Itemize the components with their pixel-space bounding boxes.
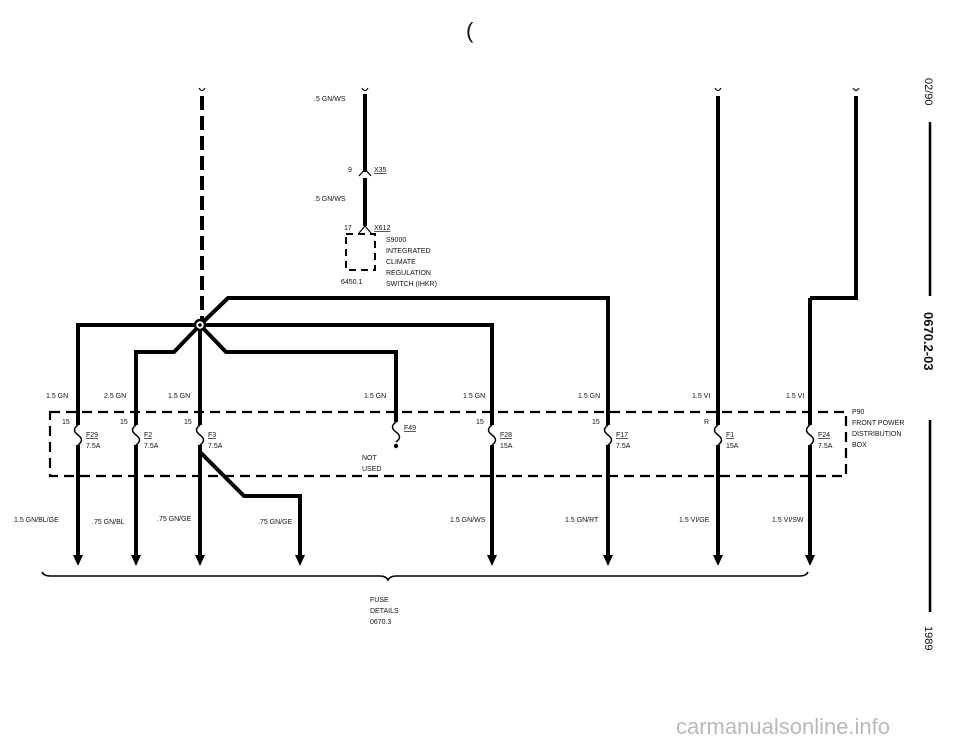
pin-f17: 15 [592,419,600,426]
connector-x612-name: X612 [374,225,390,232]
arrow-f28 [487,555,497,566]
wire-label-top-b: .5 GN/WS [314,196,346,203]
connector-x35-pin: 9 [348,167,352,174]
switch-ref: 6450.1 [341,279,363,286]
fuse-name-f29: F29 [86,432,98,439]
output-label-f17: 1.5 GN/RT [565,517,599,524]
bus-f17 [198,296,610,398]
fuse-details-line-2: 0670.3 [370,619,392,626]
arrow-f3-branch [295,555,305,566]
input-label-f29: 1.5 GN [46,393,68,400]
pin-f28: 15 [476,419,484,426]
fuse-rating-f3: 7.5A [208,443,223,450]
output-label-f3-branch: .75 GN/GE [258,519,293,526]
connector-x35-symbol [358,168,372,177]
input-label-f49: 1.5 GN [364,393,386,400]
watermark-text: carmanualsonline.info [676,714,890,739]
switch-line-2: CLIMATE [386,259,416,266]
fuse-f28-symbol [487,424,497,446]
arrow-f2 [131,555,141,566]
fuse-f24-symbol [805,424,815,446]
output-label-f29: 1.5 GN/BL/GE [14,517,59,524]
fuse-box-p90 [48,410,848,478]
switch-line-3: REGULATION [386,270,431,277]
fuse-f1-symbol [713,424,723,446]
pin-f29: 15 [62,419,70,426]
fuse-name-f17: F17 [616,432,628,439]
header-bracket: ( [466,18,474,43]
input-label-f2: 2.5 GN [104,393,126,400]
switch-s9000-box [345,233,376,271]
switch-line-1: INTEGRATED [386,248,431,255]
fuse-name-f28: F28 [500,432,512,439]
fuse-box-line-3: BOX [852,442,867,449]
wire-break-left [198,87,206,92]
pin-f2: 15 [120,419,128,426]
input-label-f17: 1.5 GN [578,393,600,400]
side-year: 1989 [922,626,934,650]
arrow-f24 [805,555,815,566]
connector-x612-pin: 17 [344,225,352,232]
connector-x35-name: X35 [374,167,387,174]
output-label-f28: 1.5 GN/WS [450,517,486,524]
switch-line-0: S9000 [386,237,406,244]
fuse-name-f1: F1 [726,432,734,439]
fuse-details-brace [41,571,809,582]
output-label-f2: .75 GN/BL [92,519,125,526]
connector-x612-symbol [358,225,372,234]
splice-node-dot [198,323,202,327]
output-label-f1: 1.5 VI/GE [679,517,710,524]
fuse-rating-f2: 7.5A [144,443,159,450]
fuse-name-f3: F3 [208,432,216,439]
switch-line-4: SWITCH (IHKR) [386,281,437,288]
fuse-f2-symbol [131,424,141,446]
input-label-f3: 1.5 GN [168,393,190,400]
bus-f29 [76,323,200,398]
bus-f49 [198,323,398,398]
fuse-name-f49: F49 [404,425,416,432]
bus-f2 [134,323,202,398]
fuse-f49-symbol [391,421,401,449]
bus-f28 [200,323,494,398]
arrow-f29 [73,555,83,566]
not-used-line-0: NOT [362,455,378,462]
output-label-f3: .75 GN/GE [157,516,192,523]
arrow-f1 [713,555,723,566]
pin-f1: R [704,419,709,426]
fuse-details-line-1: DETAILS [370,608,399,615]
fuse-name-f24: F24 [818,432,830,439]
wire-out-f3-branch [198,450,302,555]
fuse-rating-f29: 7.5A [86,443,101,450]
output-label-f24: 1.5 VI/SW [772,517,804,524]
arrow-f3 [195,555,205,566]
input-label-f28: 1.5 GN [463,393,485,400]
fuse-name-f2: F2 [144,432,152,439]
fuse-box-line-0: P90 [852,409,865,416]
fuse-box-line-1: FRONT POWER [852,420,904,427]
input-label-f1: 1.5 VI [692,393,710,400]
fuse-f29-symbol [73,424,83,446]
wire-break-f24 [852,87,860,92]
not-used-line-1: USED [362,466,381,473]
wire-break-ihkr [361,87,369,92]
fuse-rating-f28: 15A [500,443,513,450]
pin-f3: 15 [184,419,192,426]
wire-break-f1 [714,87,722,92]
side-doc-number: 0670.2-03 [921,312,936,371]
fuse-details-line-0: FUSE [370,597,389,604]
fuse-f17-symbol [603,424,613,446]
side-date: 02/90 [922,78,934,106]
input-label-f24: 1.5 VI [786,393,804,400]
fuse-rating-f24: 7.5A [818,443,833,450]
arrow-f17 [603,555,613,566]
fuse-rating-f17: 7.5A [616,443,631,450]
fuse-f3-symbol [195,424,205,446]
fuse-box-line-2: DISTRIBUTION [852,431,901,438]
fuse-rating-f1: 15A [726,443,739,450]
wire-label-top-a: .5 GN/WS [314,96,346,103]
